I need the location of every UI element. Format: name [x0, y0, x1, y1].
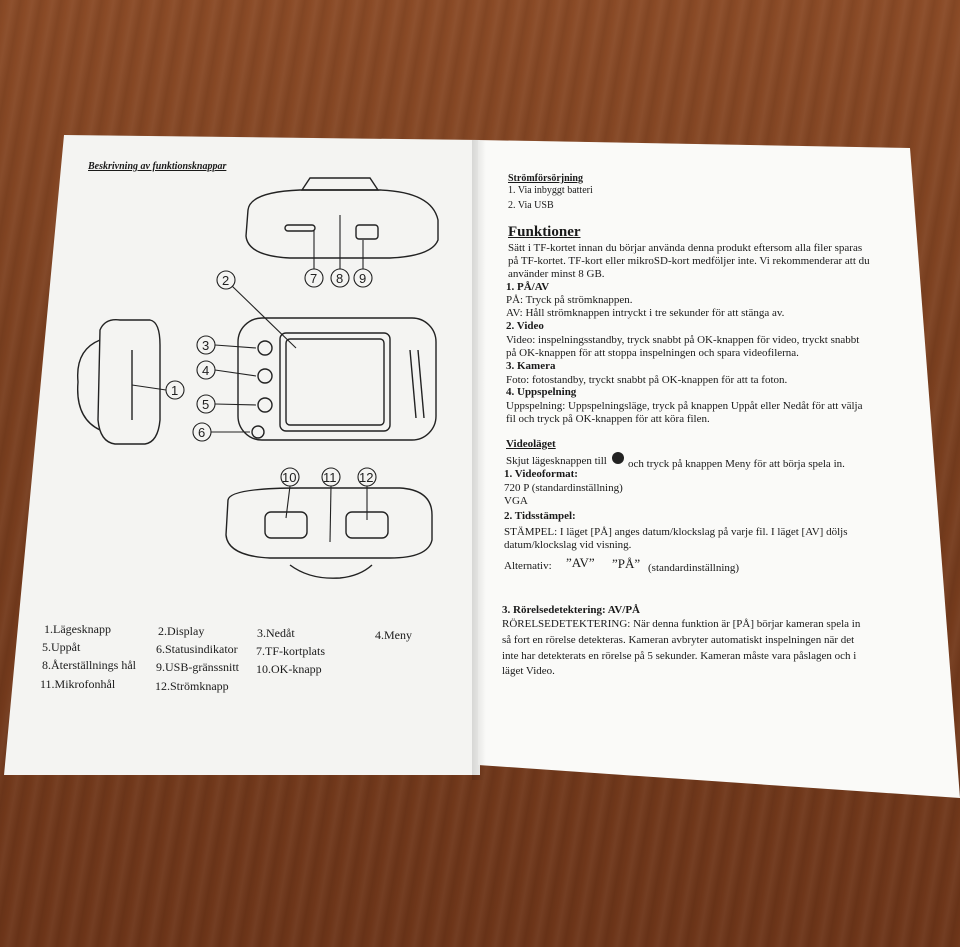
body-text: 720 P (standardinställning) — [504, 482, 623, 494]
video-mode-icon — [612, 452, 624, 464]
svg-text:3: 3 — [202, 338, 209, 353]
camera-diagram: 7 8 9 2 3 4 5 6 1 10 11 12 — [76, 177, 439, 579]
legend-item: 2.Display — [158, 624, 205, 638]
body-text: Video: inspelningsstandby, tryck snabbt … — [506, 334, 860, 346]
body-text: Foto: fotostandby, tryckt snabbt på OK-k… — [506, 374, 788, 386]
svg-text:8: 8 — [336, 271, 343, 286]
body-text: på TF-kortet. TF-kort eller mikroSD-kort… — [508, 255, 870, 267]
svg-text:9: 9 — [359, 271, 366, 286]
subheading: 2. Video — [506, 320, 544, 332]
legend-item: 7.TF-kortplats — [256, 644, 325, 658]
booklet-spine — [472, 140, 486, 780]
camera-side-view — [97, 319, 161, 445]
body-text: läget Video. — [502, 665, 555, 677]
body-text: AV: Håll strömknappen intryckt i tre sek… — [506, 307, 785, 319]
left-page — [4, 135, 480, 775]
body-text: och tryck på knappen Meny för att börja … — [628, 458, 845, 470]
subheading: 3. Kamera — [506, 360, 556, 372]
body-text: Sätt i TF-kortet innan du börjar använda… — [508, 242, 863, 254]
alternative-default: (standardinställning) — [648, 562, 740, 574]
svg-text:11: 11 — [323, 470, 337, 485]
subheading: 2. Tidsstämpel: — [504, 510, 576, 522]
body-text: så fort en rörelse detekteras. Kameran a… — [502, 634, 855, 646]
camera-front-view — [237, 317, 437, 441]
body-text: på OK-knappen för att stoppa inspelninge… — [506, 347, 799, 359]
subheading: 1. Videoformat: — [504, 468, 578, 480]
power-item: 1. Via inbyggt batteri — [508, 185, 593, 196]
svg-text:10: 10 — [282, 470, 296, 485]
legend-item: 11.Mikrofonhål — [40, 677, 116, 691]
legend-item: 8.Återställnings hål — [42, 658, 136, 672]
functions-title: Funktioner — [508, 224, 581, 240]
body-text: STÄMPEL: I läget [PÅ] anges datum/klocks… — [504, 526, 848, 538]
subheading: 4. Uppspelning — [506, 386, 577, 398]
body-text: fil och tryck på OK-knappen för att köra… — [506, 413, 710, 425]
body-text: PÅ: Tryck på strömknappen. — [506, 294, 633, 306]
legend-item: 6.Statusindikator — [156, 642, 238, 656]
power-title: Strömförsörjning — [508, 173, 583, 184]
alternative-off: ”AV” — [566, 555, 595, 570]
legend-item: 1.Lägesknapp — [44, 622, 111, 636]
section-title: Beskrivning av funktionsknappar — [88, 161, 227, 172]
body-text: Skjut lägesknappen till — [506, 455, 607, 467]
videomode-title: Videoläget — [506, 438, 556, 450]
body-text: inte har detekterats en rörelse på 5 sek… — [502, 650, 857, 662]
svg-text:4: 4 — [202, 363, 209, 378]
legend-item: 12.Strömknapp — [155, 679, 229, 693]
subheading: 1. PÅ/AV — [506, 281, 550, 293]
body-text: datum/klockslag vid visning. — [504, 539, 632, 551]
svg-text:5: 5 — [202, 397, 209, 412]
svg-text:7: 7 — [310, 271, 317, 286]
display-icon — [279, 332, 391, 432]
alternative-on: ”PÅ” — [612, 556, 641, 571]
svg-text:6: 6 — [198, 425, 205, 440]
svg-text:12: 12 — [359, 470, 373, 485]
right-page — [478, 140, 960, 798]
body-text: RÖRELSEDETEKTERING: När denna funktion ä… — [502, 618, 861, 630]
body-text: Uppspelning: Uppspelningsläge, tryck på … — [506, 400, 863, 412]
camera-top-view — [245, 189, 439, 259]
subheading: 3. Rörelsedetektering: AV/PÅ — [502, 604, 640, 616]
legend-item: 4.Meny — [375, 628, 412, 642]
legend-item: 9.USB-gränssnitt — [156, 660, 240, 674]
body-text: använder minst 8 GB. — [508, 268, 605, 280]
body-text: VGA — [504, 495, 528, 507]
legend-item: 10.OK-knapp — [256, 662, 322, 676]
legend-item: 5.Uppåt — [42, 640, 81, 654]
alternatives-label: Alternativ: — [504, 560, 552, 572]
camera-bottom-view — [225, 487, 433, 559]
legend-item: 3.Nedåt — [257, 626, 295, 640]
svg-text:2: 2 — [222, 273, 229, 288]
power-item: 2. Via USB — [508, 200, 554, 211]
svg-text:1: 1 — [171, 383, 178, 398]
